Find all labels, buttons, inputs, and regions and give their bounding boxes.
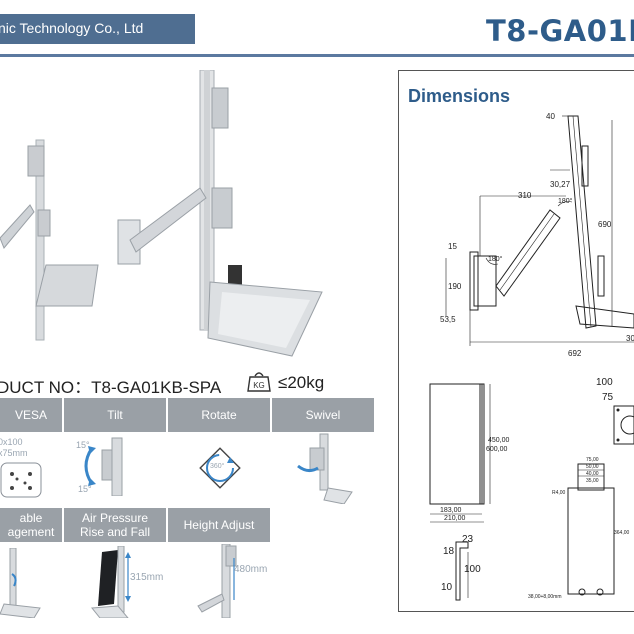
- feature-header-vesa: VESA: [0, 398, 62, 432]
- dim-top: 40: [546, 112, 555, 121]
- header-rule: [0, 54, 634, 57]
- vesa-outer: 100: [596, 377, 613, 388]
- dim-bracket-bottom: 53,5: [440, 315, 456, 324]
- header-banner-slant: [175, 14, 195, 44]
- tilt-angle-top: 15°: [76, 440, 90, 450]
- cable-illustration: [0, 548, 41, 618]
- panel-front-drawing: [429, 383, 491, 523]
- dimensions-panel: [398, 70, 634, 612]
- vesa-size-1: 0x100: [0, 437, 23, 447]
- company-name: nic Technology Co., Ltd: [0, 20, 144, 36]
- product-photo: [0, 70, 323, 357]
- small-stand-image: [0, 139, 99, 341]
- dimensions-title: Dimensions: [408, 86, 511, 106]
- panel-w2: 210,00: [444, 515, 466, 522]
- plate-t4: 35,00: [586, 478, 599, 484]
- clip-d1: 23: [462, 534, 474, 545]
- cable-label-1: able: [19, 511, 43, 525]
- vesa-inner: 75: [602, 392, 614, 403]
- rotate-icon: [199, 447, 241, 489]
- vesa-holes-icon: [0, 462, 42, 498]
- plate-bottom: 38,00+8,00mm: [528, 594, 562, 600]
- dim-angle-2: 180°: [488, 256, 503, 263]
- dim-bracket-top: 15: [448, 242, 457, 251]
- vesa-detail: 0x100 x75mm: [0, 437, 28, 459]
- dim-angle-1: 180°: [558, 198, 573, 205]
- plate-t3: 40,00: [586, 471, 599, 477]
- clip-d2: 18: [443, 546, 455, 557]
- weight-capacity: ≤20kg: [278, 373, 325, 392]
- plate-t2: 50,00: [586, 464, 599, 470]
- cable-label-2: agement: [7, 525, 55, 539]
- dim-reach: 310: [518, 191, 532, 200]
- panel-w1: 183,00: [440, 507, 462, 514]
- dim-angle: 30,27: [550, 180, 571, 189]
- air-label-1: Air Pressure: [81, 511, 149, 525]
- clip-drawing: [455, 541, 469, 601]
- tilt-illustration: [84, 437, 123, 496]
- product-number: DUCT NO：T8-GA01KB-SPA: [0, 378, 222, 397]
- air-pressure-travel: 315mm: [130, 572, 164, 583]
- panel-h2: 600,00: [486, 446, 508, 453]
- feature-header-rotate: Rotate: [168, 398, 270, 432]
- height-adjust-illustration: [197, 544, 237, 618]
- feature-header-tilt: Tilt: [64, 398, 166, 432]
- height-adjust-travel: 480mm: [234, 564, 268, 575]
- panel-h1: 450,00: [488, 437, 510, 444]
- feature-header-cable-management: able agement: [0, 508, 62, 542]
- dim-total-width: 692: [568, 349, 582, 358]
- plate-right: 364,00: [614, 530, 630, 536]
- weight-icon-label: KG: [253, 381, 265, 390]
- vesa-plate-drawing: [613, 405, 634, 445]
- dim-bracket-height: 190: [448, 282, 462, 291]
- feature-header-height-adjust: Height Adjust: [168, 508, 270, 542]
- weight-icon: KG: [247, 372, 271, 392]
- clip-d4: 10: [441, 582, 453, 593]
- plate-t1: 75,00: [586, 457, 599, 463]
- air-pressure-illustration: [91, 546, 131, 618]
- feature-header-swivel: Swivel: [272, 398, 374, 432]
- clip-d3: 100: [464, 564, 481, 575]
- vesa-size-2: x75mm: [0, 448, 28, 458]
- dim-right-cut: 30: [626, 334, 634, 343]
- tilt-angle-bottom: 15°: [78, 484, 92, 494]
- header-banner: [0, 14, 195, 44]
- plate-drawing: [567, 463, 615, 596]
- side-view-drawing: [445, 115, 634, 346]
- model-title: T8-GA01I: [486, 14, 634, 48]
- main-stand-image: [117, 70, 323, 357]
- swivel-illustration: [297, 433, 353, 504]
- air-label-2: Rise and Fall: [79, 525, 151, 539]
- plate-left: R4,00: [552, 490, 566, 496]
- feature-header-air-pressure: Air Pressure Rise and Fall: [64, 508, 166, 542]
- rotate-angle: 360°: [210, 463, 225, 470]
- dim-height: 690: [598, 220, 612, 229]
